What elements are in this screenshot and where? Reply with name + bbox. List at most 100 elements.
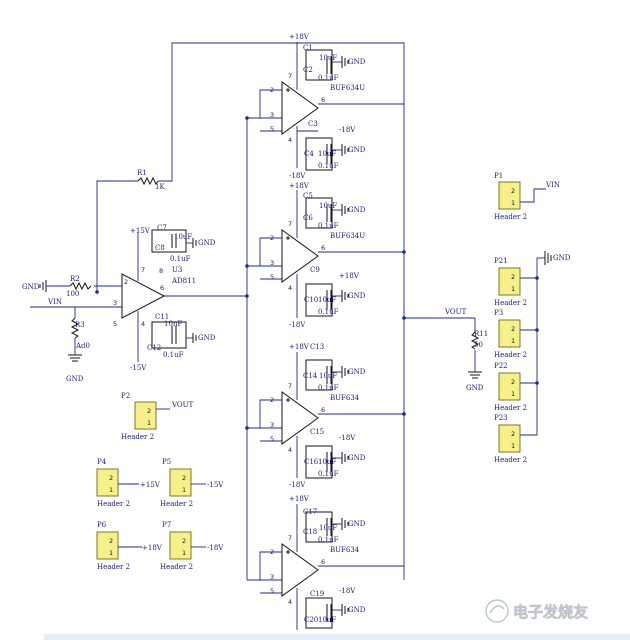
r2-value: 100 [66,290,79,298]
junction-dots [95,116,539,430]
header-pin: 1 [511,390,515,398]
r2-label: R2 [70,275,80,283]
gnd-label: GND [348,368,366,376]
rail-label: +18V [289,33,310,41]
buf-pin: 7 [288,72,292,80]
buffer-part: BUF634 [330,546,360,554]
rail-label: +18V [289,343,310,351]
header-net: +15V [140,481,161,489]
buf-pin: 2 [270,86,274,94]
buf-pin: 3 [270,573,274,581]
header-pin: 1 [182,549,186,557]
header-net: -15V [207,481,224,489]
header-pin: 2 [147,407,151,415]
buf-pin: 3 [270,111,274,119]
cap-label: C7 [157,224,167,232]
u3-label: U3 [172,266,182,274]
buf-pin: 4 [288,284,292,292]
buffer-stage-1 [247,42,404,171]
cap-label: C6 [303,214,313,222]
u3-pin: 7 [141,266,145,274]
cap-label: C17 [303,508,317,516]
rail-label: -18V [339,126,356,134]
rail-label: +18V [339,272,360,280]
header-pin: 2 [182,474,186,482]
header-designator: P2 [121,392,130,400]
buf-pin: 5 [270,435,274,443]
vin-label: VIN [545,181,560,189]
buf-pin: 3 [270,421,274,429]
gnd-label: GND [348,520,366,528]
header-net: -18V [207,544,224,552]
u3-opamp-stage [30,176,193,362]
buffer-part: BUF634U [330,232,365,240]
cap-label: C20 [304,616,318,624]
cap-label: C12 [147,344,161,352]
header-caption: Header 2 [121,433,154,441]
gnd-label: GND [348,606,366,614]
vout-label: VOUT [444,308,467,316]
header-designator: P21 [494,257,508,265]
cap-label: C9 [310,266,320,274]
header-caption: Header 2 [494,456,527,464]
gnd-label: GND [348,146,366,154]
cap-value: 10uF [318,458,336,466]
cap-value: 0.1uF [163,351,184,359]
buf-pin: 7 [288,534,292,542]
cap-value: 10uF [319,54,337,62]
header-designator: P4 [97,458,107,466]
cap-label: C1 [303,44,313,52]
rail-label: -18V [289,172,306,180]
buf-pin: 7 [288,220,292,228]
cap-value: 0.1uF [318,384,339,392]
cap-value: 10uF [319,372,337,380]
header-caption: Header 2 [160,500,193,508]
cap-value: 10uF [319,524,337,532]
buf-pin: 2 [270,548,274,556]
u3-pin: 4 [141,320,145,328]
buf-pin: 6 [321,244,325,252]
cap-label: C8 [155,244,165,252]
buf-pin: 5 [270,273,274,281]
header-pin: 2 [109,474,113,482]
gnd-label: GND [466,384,484,392]
header-caption: Header 2 [494,404,527,412]
r11-value: 50 [474,341,483,349]
header-designator: P1 [494,172,503,180]
gnd-label: GND [22,283,40,291]
cap-label: C10 [304,296,318,304]
rail-label: -18V [289,481,306,489]
buf-pin: 3 [270,259,274,267]
buf-pin: 5 [270,125,274,133]
header-designator: P22 [494,362,508,370]
rail-label: -18V [339,434,356,442]
buf-pin: 6 [321,558,325,566]
cap-value: 10uF [174,233,192,241]
header-pin: 1 [511,337,515,345]
header-pin: 1 [109,549,113,557]
header-caption: Header 2 [494,213,527,221]
header-pin: 1 [511,442,515,450]
cap-label: C3 [308,120,318,128]
u3-part: AD811 [171,277,196,285]
header-pin: 2 [511,325,515,333]
header-pin: 1 [109,486,113,494]
gnd-label: GND [553,254,571,262]
r1-value: 1K [155,183,165,191]
cap-value: 10uF [318,616,336,624]
buf-pin: 4 [288,598,292,606]
header-caption: Header 2 [97,500,130,508]
header-designator: P5 [162,458,171,466]
buffer-stage-2 [247,190,404,318]
header-pin: 2 [511,430,515,438]
u3-pin: 6 [160,284,164,292]
cap-value: 10uF [318,296,336,304]
cap-label: C16 [304,458,319,466]
buf-pin: 5 [270,587,274,595]
buf-pin: 4 [288,136,292,144]
cap-value: 10uF [319,202,337,210]
gnd-label: GND [66,375,84,383]
cap-label: C19 [310,590,324,598]
header-pin: 2 [182,537,186,545]
r3-value: Ad0 [75,342,90,350]
